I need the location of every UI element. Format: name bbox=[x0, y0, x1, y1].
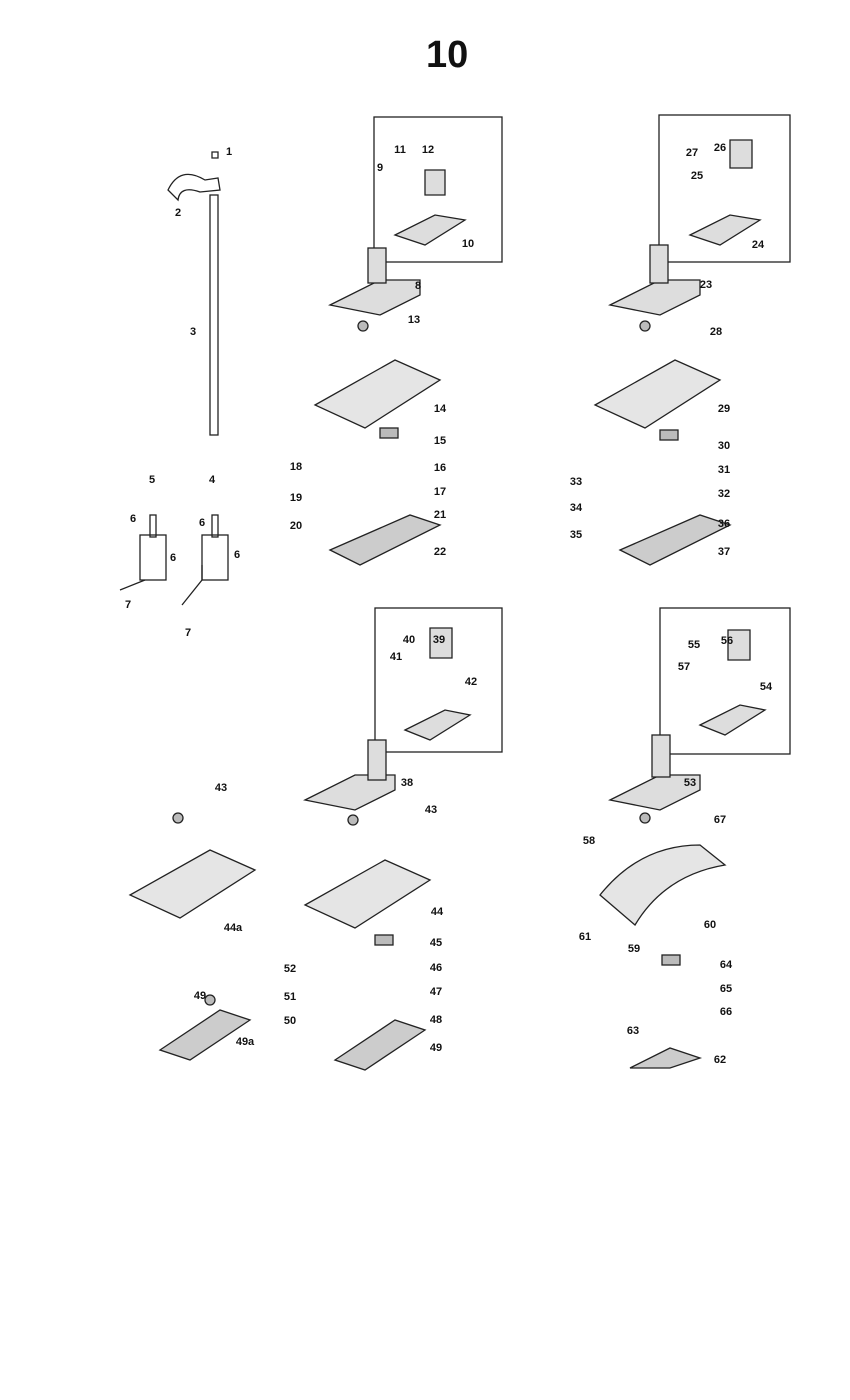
callout: 29 bbox=[717, 403, 731, 415]
callout: 49 bbox=[193, 990, 207, 1002]
callout: 14 bbox=[433, 403, 447, 415]
callout: 27 bbox=[685, 147, 699, 159]
callout: 43 bbox=[214, 782, 228, 794]
callout: 18 bbox=[289, 461, 303, 473]
callout: 46 bbox=[429, 962, 443, 974]
callout: 6 bbox=[198, 517, 206, 529]
callout: 22 bbox=[433, 546, 447, 558]
callout: 49 bbox=[429, 1042, 443, 1054]
callout: 59 bbox=[627, 943, 641, 955]
small-plates-screws bbox=[172, 320, 681, 1006]
callout: 6 bbox=[233, 549, 241, 561]
callout: 45 bbox=[429, 937, 443, 949]
callout: 63 bbox=[626, 1025, 640, 1037]
callout: 10 bbox=[461, 238, 475, 250]
callout: 67 bbox=[713, 814, 727, 826]
callout: 15 bbox=[433, 435, 447, 447]
callout: 43 bbox=[424, 804, 438, 816]
callout: 9 bbox=[376, 162, 384, 174]
callout: 57 bbox=[677, 661, 691, 673]
presser-bar-parts bbox=[167, 151, 221, 436]
callout: 4 bbox=[208, 474, 216, 486]
callout: 44 bbox=[430, 906, 444, 918]
callout: 36 bbox=[717, 518, 731, 530]
callout: 6 bbox=[129, 513, 137, 525]
callout: 24 bbox=[751, 239, 765, 251]
callout: 8 bbox=[414, 280, 422, 292]
callout: 34 bbox=[569, 502, 583, 514]
callout: 58 bbox=[582, 835, 596, 847]
callout: 41 bbox=[389, 651, 403, 663]
callout: 48 bbox=[429, 1014, 443, 1026]
callout: 3 bbox=[189, 326, 197, 338]
callout: 23 bbox=[699, 279, 713, 291]
callout: 7 bbox=[124, 599, 132, 611]
callout: 13 bbox=[407, 314, 421, 326]
callout: 1 bbox=[225, 146, 233, 158]
page-number: 10 bbox=[426, 34, 469, 76]
callout: 49a bbox=[235, 1036, 255, 1048]
callout: 62 bbox=[713, 1054, 727, 1066]
callout: 17 bbox=[433, 486, 447, 498]
callout: 61 bbox=[578, 931, 592, 943]
callout: 35 bbox=[569, 529, 583, 541]
callout: 44a bbox=[223, 922, 243, 934]
callout: 2 bbox=[174, 207, 182, 219]
callout: 7 bbox=[184, 627, 192, 639]
callout: 38 bbox=[400, 777, 414, 789]
callout: 6 bbox=[169, 552, 177, 564]
callout: 52 bbox=[283, 963, 297, 975]
feed-dogs bbox=[158, 514, 732, 1071]
callout: 26 bbox=[713, 142, 727, 154]
callout: 50 bbox=[283, 1015, 297, 1027]
callout: 16 bbox=[433, 462, 447, 474]
thread-guides bbox=[119, 514, 229, 606]
callout: 33 bbox=[569, 476, 583, 488]
callout: 30 bbox=[717, 440, 731, 452]
callout: 28 bbox=[709, 326, 723, 338]
callout: 51 bbox=[283, 991, 297, 1003]
callout: 65 bbox=[719, 983, 733, 995]
callout: 19 bbox=[289, 492, 303, 504]
presser-feet bbox=[303, 139, 767, 811]
callout: 5 bbox=[148, 474, 156, 486]
callout: 21 bbox=[433, 509, 447, 521]
callout: 47 bbox=[429, 986, 443, 998]
callout: 31 bbox=[717, 464, 731, 476]
callout: 42 bbox=[464, 676, 478, 688]
callout: 37 bbox=[717, 546, 731, 558]
callout: 53 bbox=[683, 777, 697, 789]
callout: 60 bbox=[703, 919, 717, 931]
callout: 11 bbox=[394, 144, 406, 156]
callout: 64 bbox=[719, 959, 733, 971]
callout: 20 bbox=[289, 520, 303, 532]
callout: 56 bbox=[720, 635, 734, 647]
needle-plates bbox=[128, 359, 727, 929]
callout: 54 bbox=[759, 681, 773, 693]
callout: 32 bbox=[717, 488, 731, 500]
callout: 12 bbox=[421, 144, 435, 156]
callout: 39 bbox=[432, 634, 446, 646]
callout: 55 bbox=[687, 639, 701, 651]
callout: 40 bbox=[402, 634, 416, 646]
callout: 25 bbox=[690, 170, 704, 182]
detail-boxes bbox=[373, 114, 791, 755]
callout: 66 bbox=[719, 1006, 733, 1018]
